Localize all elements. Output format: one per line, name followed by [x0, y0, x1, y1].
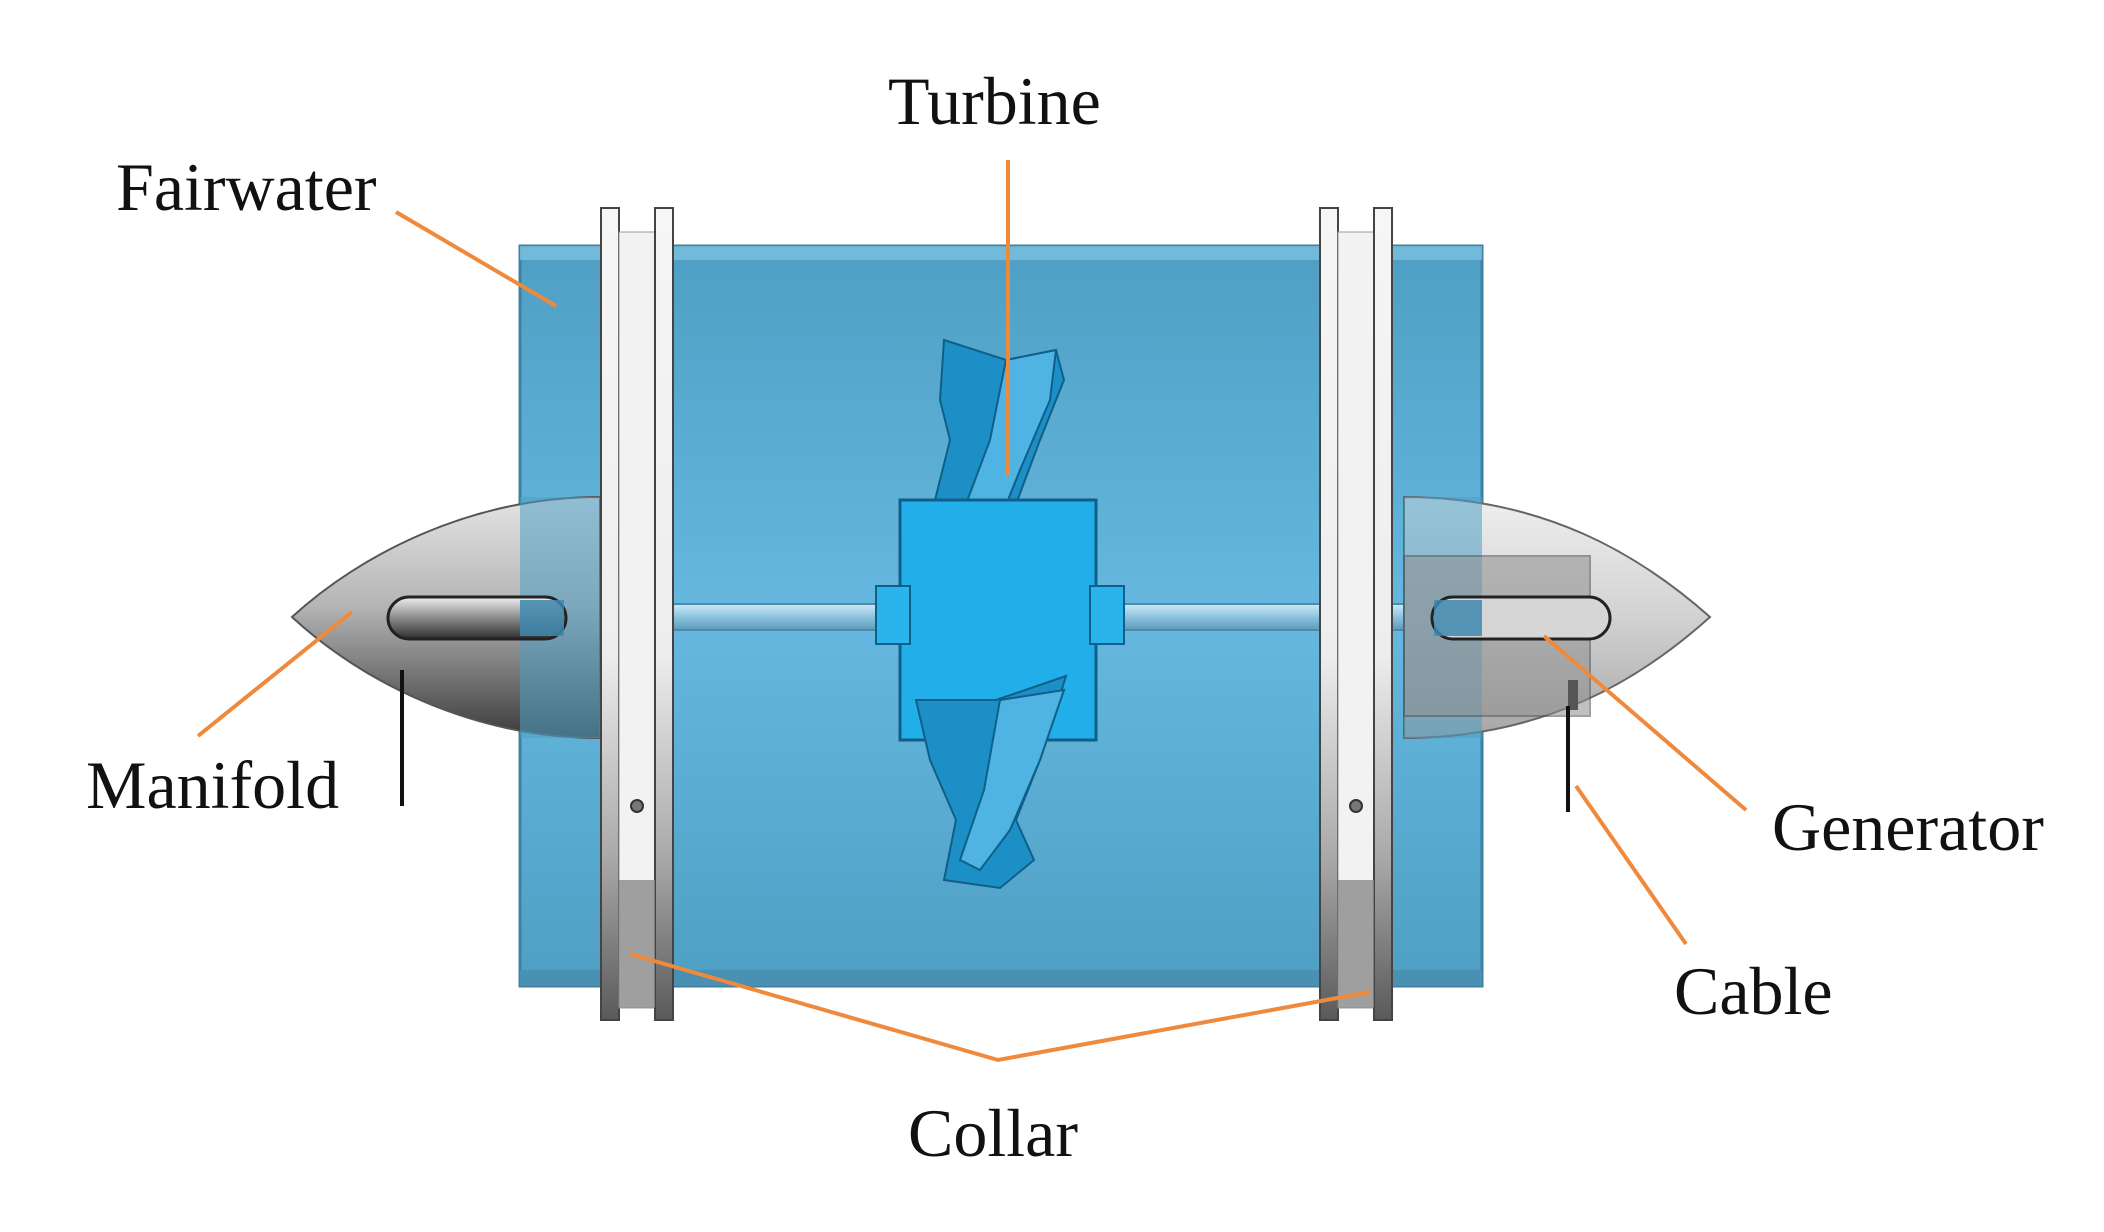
- right-collar: [1319, 207, 1393, 1021]
- label-generator: Generator: [1772, 789, 2044, 865]
- fairwater-bottom-rim: [520, 970, 1482, 986]
- label-cable: Cable: [1674, 953, 1833, 1029]
- collar-leader: [629, 952, 1371, 1063]
- leader-lines: [196, 160, 1748, 1063]
- cable-stub: [1568, 680, 1578, 710]
- label-collar: Collar: [908, 1095, 1078, 1171]
- turbine-rotor: [875, 338, 1125, 890]
- label-fairwater: Fairwater: [116, 149, 377, 225]
- left-collar: [600, 207, 674, 1021]
- fairwater-top-rim: [520, 246, 1482, 260]
- cable-leader: [1574, 784, 1688, 946]
- left-slot-insert: [520, 600, 564, 636]
- label-manifold: Manifold: [86, 747, 339, 823]
- generator-leader: [1542, 634, 1748, 812]
- turbine-hub-cap-right: [1089, 585, 1125, 645]
- right-slot-insert: [1434, 600, 1482, 636]
- turbine-hub-cap-left: [875, 585, 911, 645]
- fairwater-leader: [394, 210, 558, 308]
- manifold-leader: [196, 610, 354, 738]
- turbine-blade-lower-face: [958, 688, 1066, 872]
- label-turbine: Turbine: [888, 63, 1101, 139]
